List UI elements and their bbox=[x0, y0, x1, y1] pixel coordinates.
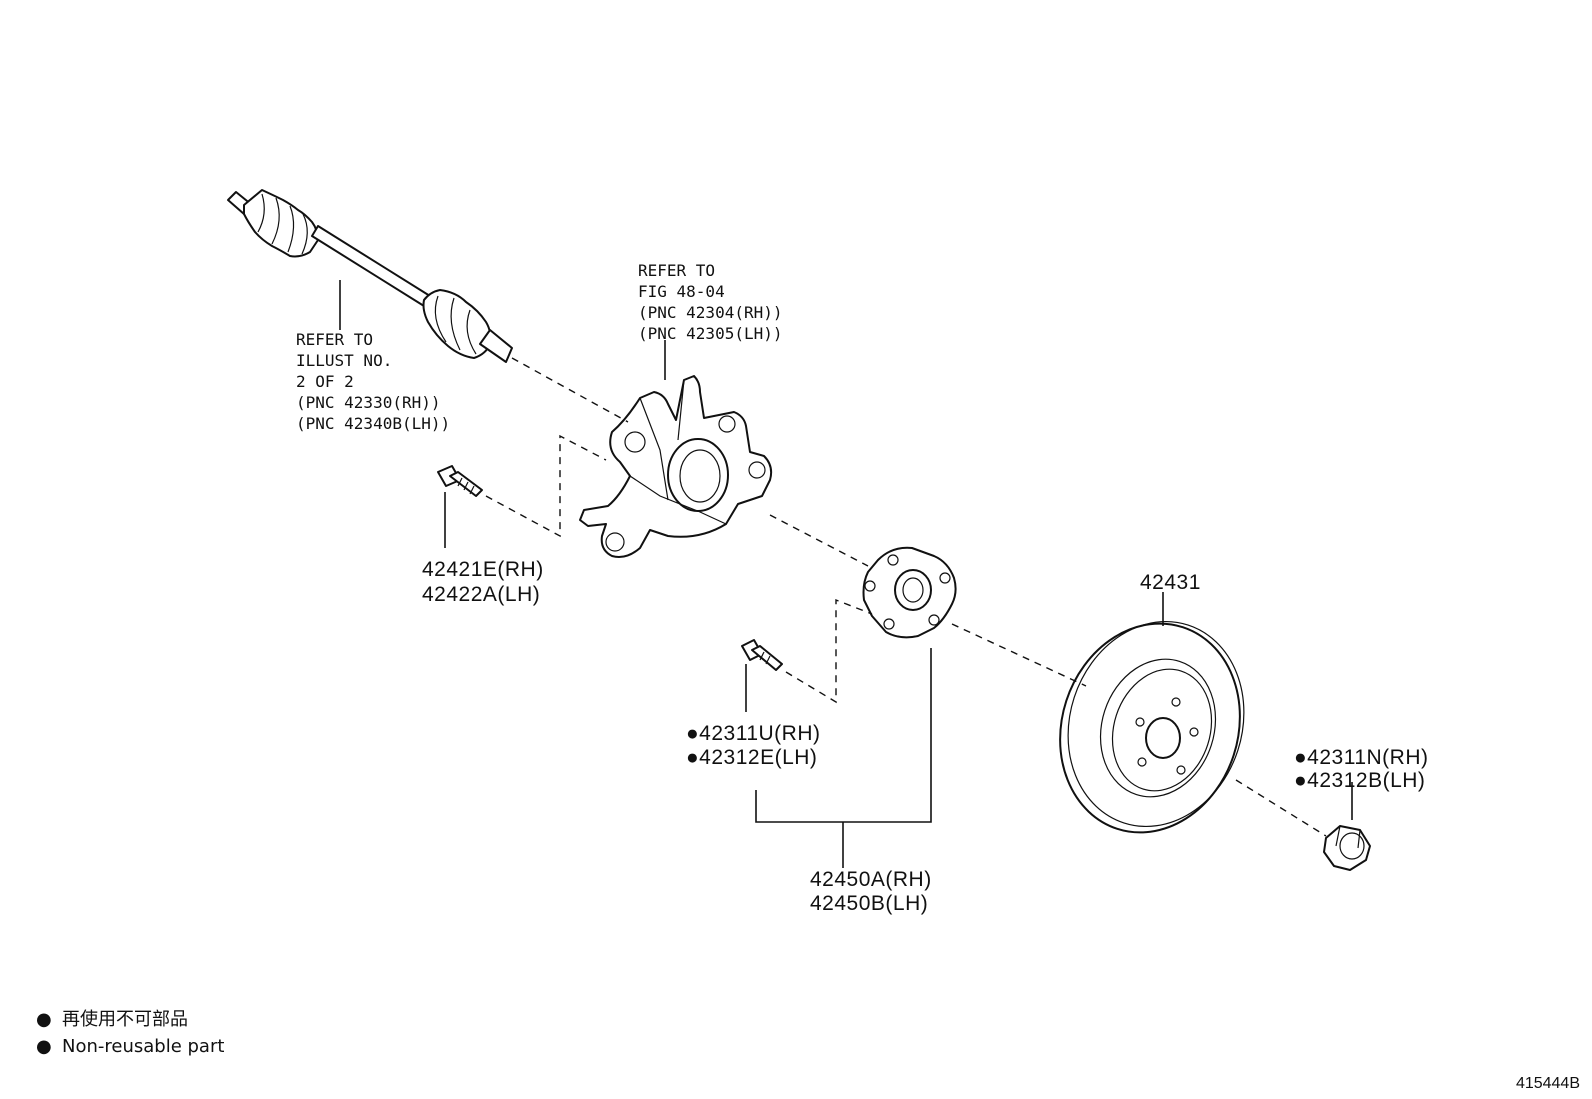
part-number: 42431 bbox=[1140, 571, 1201, 594]
hub-bolt-label: ●42311U(RH) ●42312E(LH) bbox=[686, 722, 827, 769]
knuckle-ref-line: (PNC 42304(RH)) bbox=[638, 303, 783, 322]
knuckle-ref-line: (PNC 42305(LH)) bbox=[638, 324, 783, 343]
part-number: 42450B(LH) bbox=[810, 892, 928, 915]
legend-item-en: Non-reusable part bbox=[62, 1036, 224, 1057]
part-number: ●42311N(RH) bbox=[1294, 746, 1429, 769]
knuckle-ref-line: FIG 48-04 bbox=[638, 282, 725, 301]
legend: ● 再使用不可部品 ● Non-reusable part bbox=[36, 1009, 224, 1057]
driveshaft-ref-line: (PNC 42330(RH)) bbox=[296, 393, 441, 412]
drive-shaft[interactable] bbox=[227, 189, 513, 363]
brake-disc[interactable] bbox=[1034, 599, 1270, 856]
part-number: ●42312E(LH) bbox=[686, 746, 817, 769]
part-number: ●42312B(LH) bbox=[1294, 769, 1425, 792]
driveshaft-ref-line: ILLUST NO. bbox=[296, 351, 392, 370]
part-number: ●42311U(RH) bbox=[686, 722, 821, 745]
hub-bearing[interactable] bbox=[862, 546, 957, 639]
legend-bullet: ● bbox=[36, 1036, 52, 1057]
figure-number: 415444B bbox=[1516, 1075, 1580, 1092]
part-number: 42421E(RH) bbox=[422, 558, 544, 581]
knuckle-ref-line: REFER TO bbox=[638, 261, 715, 280]
hub-nut[interactable] bbox=[1323, 825, 1371, 871]
knuckle-bolt-label: 42421E(RH) 42422A(LH) bbox=[422, 558, 550, 606]
legend-bullet: ● bbox=[36, 1009, 52, 1030]
driveshaft-ref-line: 2 OF 2 bbox=[296, 372, 354, 391]
driveshaft-ref-line: REFER TO bbox=[296, 330, 373, 349]
hub-nut-label: ●42311N(RH) ●42312B(LH) bbox=[1294, 746, 1435, 792]
legend-item-jp: 再使用不可部品 bbox=[62, 1009, 188, 1030]
driveshaft-ref-line: (PNC 42340B(LH)) bbox=[296, 414, 450, 433]
hub-bolt[interactable] bbox=[741, 639, 783, 671]
part-number: 42422A(LH) bbox=[422, 583, 540, 606]
disc-label: 42431 bbox=[1140, 571, 1201, 594]
part-number: 42450A(RH) bbox=[810, 868, 932, 891]
driveshaft-ref-label: REFER TO ILLUST NO. 2 OF 2 (PNC 42330(RH… bbox=[296, 330, 450, 433]
knuckle-bolt[interactable] bbox=[437, 465, 483, 497]
steering-knuckle[interactable] bbox=[579, 375, 773, 558]
knuckle-ref-label: REFER TO FIG 48-04 (PNC 42304(RH)) (PNC … bbox=[638, 261, 792, 343]
hub-assembly-label: 42450A(RH) 42450B(LH) bbox=[810, 868, 938, 915]
